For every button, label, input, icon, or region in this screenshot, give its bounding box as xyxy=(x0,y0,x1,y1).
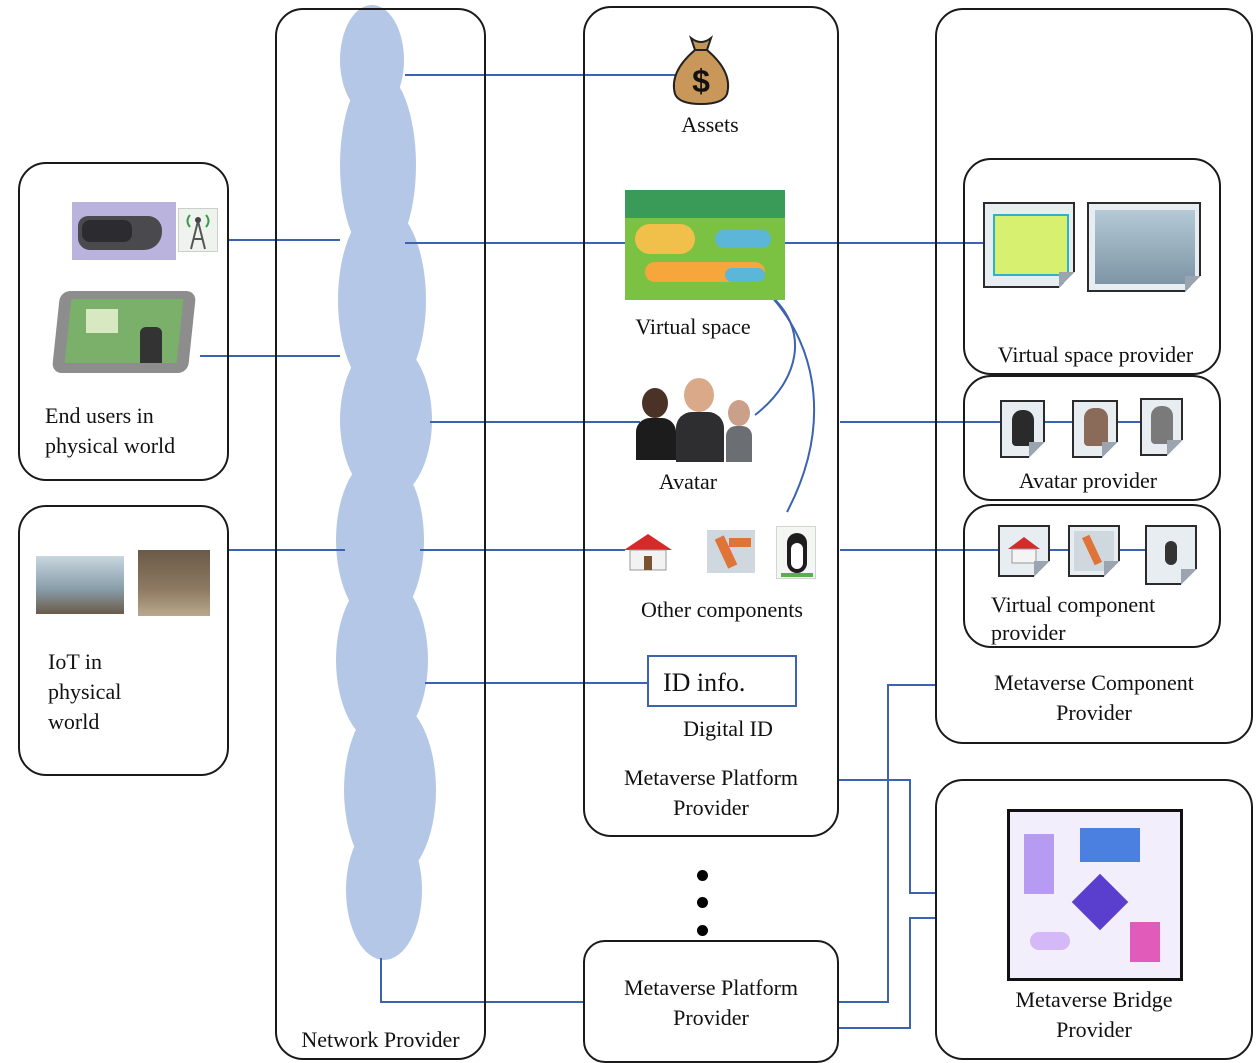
antenna-icon xyxy=(178,208,218,252)
bridge-provider-label-1: Metaverse Bridge xyxy=(1015,987,1173,1012)
svg-text:$: $ xyxy=(692,63,710,99)
avatar-image xyxy=(632,378,754,462)
network-provider-label: Network Provider xyxy=(301,1027,460,1052)
other-components-label: Other components xyxy=(641,597,803,622)
network-provider-box xyxy=(275,8,486,1060)
avatar-label: Avatar xyxy=(658,469,718,494)
bridge-provider-box xyxy=(935,779,1253,1060)
component-provider-title-2: Provider xyxy=(1056,700,1132,725)
virtual-space-image xyxy=(625,190,785,300)
platform-provider-2-label-1: Metaverse Platform xyxy=(623,975,799,1000)
iot-label-3: world xyxy=(48,709,100,734)
bridge-illustration xyxy=(1007,809,1183,981)
end-users-label-2: physical world xyxy=(45,433,176,458)
bridge-provider-label-2: Provider xyxy=(1056,1017,1132,1042)
platform-provider-label-2: Provider xyxy=(673,795,749,820)
iot-farm-image xyxy=(138,550,210,616)
platform-provider-2-label-2: Provider xyxy=(673,1005,749,1030)
id-info-box: ID info. xyxy=(647,655,797,707)
ellipsis-dot-1 xyxy=(697,870,708,881)
virtual-space-provider-box xyxy=(963,158,1221,375)
virtual-component-provider-box xyxy=(963,504,1221,648)
platform-provider-box xyxy=(583,6,839,837)
virtual-space-label: Virtual space xyxy=(635,314,751,339)
penguin-icon xyxy=(776,526,816,579)
robot-arm-icon xyxy=(707,530,755,573)
avatar-card-1 xyxy=(1000,400,1045,458)
virtual-component-provider-label-2: provider xyxy=(991,620,1066,645)
assets-label: Assets xyxy=(681,112,739,137)
virtual-space-provider-label: Virtual space provider xyxy=(997,342,1194,367)
component-provider-box xyxy=(935,8,1253,744)
end-users-label-1: End users in xyxy=(45,403,154,428)
iot-factory-image xyxy=(36,556,124,614)
iot-label-1: IoT in xyxy=(48,649,102,674)
avatar-provider-box xyxy=(963,375,1221,501)
avatar-card-2 xyxy=(1072,400,1118,458)
iot-box xyxy=(18,505,229,776)
digital-id-label: Digital ID xyxy=(683,716,773,741)
ellipsis-dot-3 xyxy=(697,925,708,936)
ellipsis-dot-2 xyxy=(697,897,708,908)
end-users-box xyxy=(18,162,229,481)
component-card-penguin xyxy=(1145,525,1197,585)
virtual-space-card-1 xyxy=(983,202,1075,288)
house-icon xyxy=(620,530,676,572)
virtual-component-provider-label-1: Virtual component xyxy=(991,592,1156,617)
component-card-house xyxy=(998,525,1050,577)
virtual-space-card-2 xyxy=(1087,202,1201,292)
platform-provider-box-2 xyxy=(583,940,839,1063)
network-cloud xyxy=(336,5,436,960)
iot-label-2: physical xyxy=(48,679,122,704)
component-card-robot xyxy=(1068,525,1120,577)
platform-provider-label-1: Metaverse Platform xyxy=(623,765,799,790)
vr-headset-icon xyxy=(72,202,176,260)
avatar-provider-label: Avatar provider xyxy=(1018,468,1158,493)
money-bag-icon: $ xyxy=(665,32,737,106)
tablet-icon xyxy=(50,287,198,382)
component-provider-title-1: Metaverse Component xyxy=(994,670,1194,695)
avatar-card-3 xyxy=(1140,398,1183,456)
